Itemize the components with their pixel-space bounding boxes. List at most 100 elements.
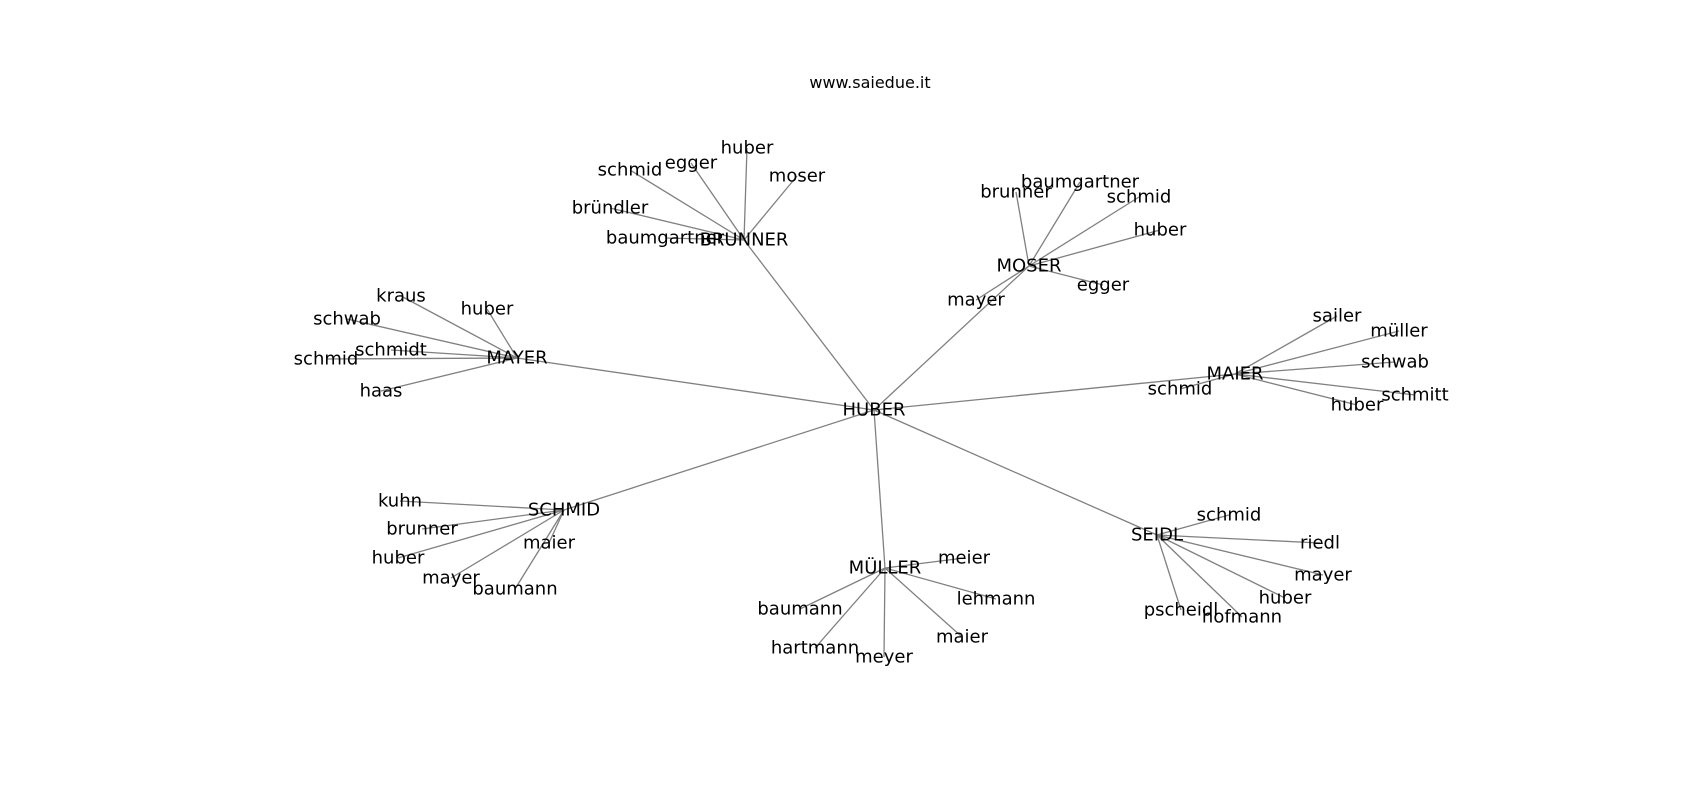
edge bbox=[883, 567, 886, 658]
hub-node-label: MOSER bbox=[996, 256, 1061, 277]
leaf-node-label: huber bbox=[372, 548, 425, 569]
leaf-node-label: baumann bbox=[472, 579, 557, 600]
edge bbox=[1156, 534, 1286, 599]
edge bbox=[346, 318, 518, 359]
leaf-node-label: baumann bbox=[757, 599, 842, 620]
leaf-node-label: schmitt bbox=[1381, 385, 1448, 406]
hub-node-label: SEIDL bbox=[1131, 525, 1183, 546]
edge bbox=[1234, 373, 1358, 406]
edge bbox=[799, 567, 886, 610]
leaf-node-label: schmid bbox=[1148, 379, 1213, 400]
hub-node-label: MÜLLER bbox=[849, 557, 922, 579]
leaf-node-label: schwab bbox=[313, 309, 381, 330]
leaf-node-label: mayer bbox=[947, 290, 1005, 311]
edge bbox=[450, 509, 565, 579]
leaf-node-label: schmid bbox=[294, 349, 359, 370]
edge bbox=[884, 567, 997, 600]
edge bbox=[516, 357, 875, 411]
leaf-node-label: kraus bbox=[376, 286, 426, 307]
edge bbox=[1179, 373, 1236, 390]
leaf-node-label: moser bbox=[769, 166, 826, 187]
center-node-label: HUBER bbox=[843, 400, 906, 421]
leaf-node-label: huber bbox=[1331, 395, 1384, 416]
edge bbox=[563, 409, 875, 511]
leaf-node-label: schmid bbox=[1197, 505, 1262, 526]
leaf-node-label: haas bbox=[360, 381, 403, 402]
edge bbox=[1156, 534, 1182, 611]
edge bbox=[1156, 534, 1243, 618]
edge bbox=[743, 175, 798, 241]
leaf-node-label: lehmann bbox=[957, 589, 1036, 610]
edge bbox=[1028, 181, 1081, 267]
edge bbox=[400, 295, 518, 359]
leaf-node-label: hofmann bbox=[1202, 607, 1282, 628]
edge bbox=[1234, 361, 1396, 375]
leaf-node-label: huber bbox=[721, 138, 774, 159]
leaf-node-label: egger bbox=[665, 153, 718, 174]
leaf-node-label: pscheidl bbox=[1144, 600, 1219, 621]
leaf-node-label: brunner bbox=[386, 519, 458, 540]
edge bbox=[629, 169, 745, 241]
leaf-node-label: maier bbox=[523, 533, 576, 554]
leaf-node-label: schmid bbox=[1107, 187, 1172, 208]
edge bbox=[814, 567, 886, 649]
leaf-node-label: bründler bbox=[572, 198, 649, 219]
leaf-node-label: egger bbox=[1077, 275, 1130, 296]
edge bbox=[975, 265, 1030, 301]
edge bbox=[884, 567, 963, 638]
diagram-title: www.saiedue.it bbox=[809, 73, 930, 92]
leaf-node-label: huber bbox=[1259, 588, 1312, 609]
edge bbox=[397, 509, 565, 559]
edge bbox=[1028, 229, 1161, 267]
edge bbox=[873, 409, 1158, 536]
edge bbox=[873, 373, 1236, 411]
leaf-node-label: kuhn bbox=[378, 491, 422, 512]
edge bbox=[1028, 196, 1140, 267]
edge bbox=[1156, 514, 1230, 536]
edge bbox=[548, 509, 565, 544]
leaf-node-label: schwab bbox=[1361, 352, 1429, 373]
leaf-node-label: mayer bbox=[422, 568, 480, 589]
edge bbox=[325, 357, 518, 360]
edge bbox=[1234, 373, 1416, 396]
edge bbox=[399, 500, 565, 511]
edge bbox=[609, 207, 745, 241]
edge bbox=[690, 162, 745, 241]
edge bbox=[664, 237, 745, 241]
edge bbox=[1028, 265, 1104, 286]
edge bbox=[873, 409, 886, 569]
hub-node-label: MAIER bbox=[1206, 364, 1263, 385]
edge bbox=[1015, 191, 1030, 267]
leaf-node-label: meyer bbox=[855, 647, 913, 668]
edge bbox=[1234, 330, 1400, 375]
leaf-node-label: schmid bbox=[598, 160, 663, 181]
edge bbox=[884, 557, 965, 569]
edge bbox=[743, 239, 875, 411]
leaf-node-label: brunner bbox=[980, 182, 1052, 203]
hub-node-label: BRUNNER bbox=[700, 230, 789, 251]
edge bbox=[390, 349, 518, 359]
leaf-node-label: huber bbox=[461, 299, 514, 320]
leaf-node-label: baumgartner bbox=[606, 228, 725, 249]
edge bbox=[873, 265, 1030, 411]
edge bbox=[421, 509, 565, 530]
leaf-node-label: maier bbox=[936, 627, 989, 648]
edge bbox=[1156, 534, 1321, 544]
leaf-node-label: müller bbox=[1370, 321, 1428, 342]
edge bbox=[514, 509, 565, 590]
leaf-node-label: schmidt bbox=[355, 340, 427, 361]
edge bbox=[1234, 315, 1338, 375]
edge bbox=[486, 308, 518, 359]
edge bbox=[1156, 534, 1324, 576]
hub-node-label: SCHMID bbox=[528, 500, 600, 521]
leaf-node-label: sailer bbox=[1313, 306, 1362, 327]
leaf-node-label: riedl bbox=[1300, 533, 1340, 554]
edge bbox=[380, 357, 518, 392]
leaf-node-label: hartmann bbox=[771, 638, 859, 659]
hub-node-label: MAYER bbox=[486, 348, 547, 369]
leaf-node-label: meier bbox=[938, 548, 991, 569]
edge bbox=[743, 147, 748, 241]
leaf-node-label: baumgartner bbox=[1021, 172, 1140, 193]
